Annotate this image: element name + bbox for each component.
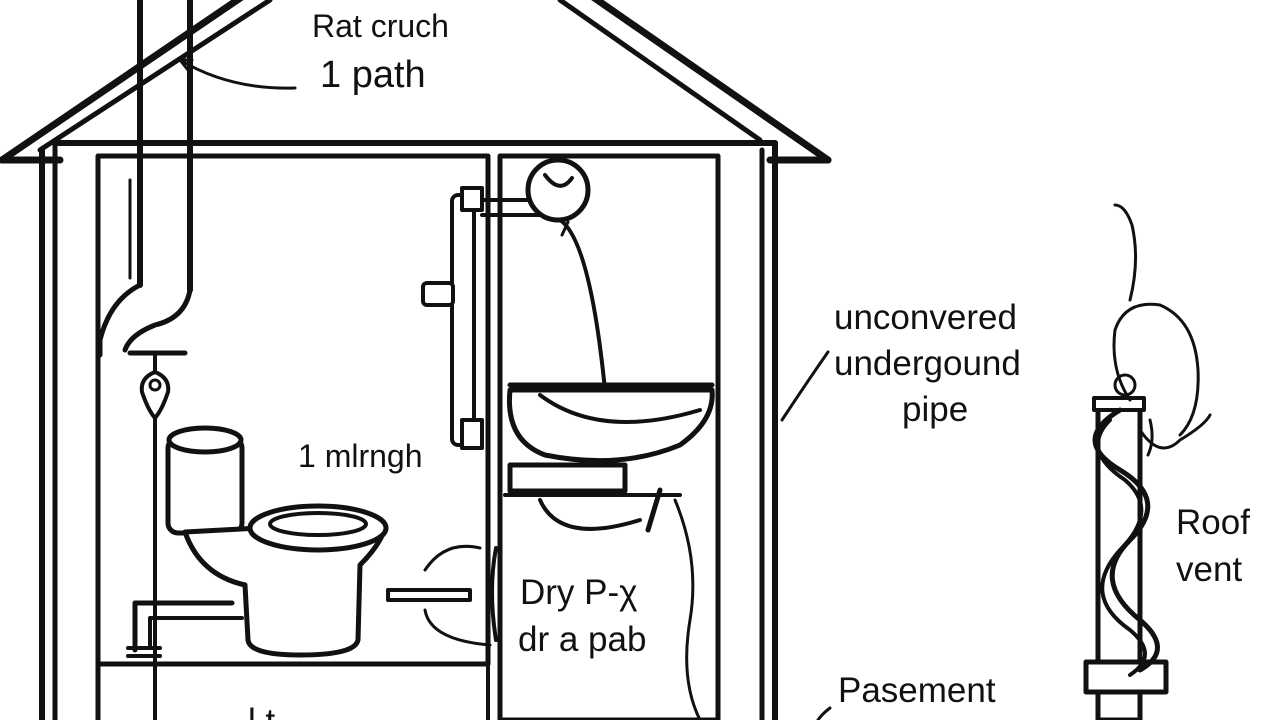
roof-vent-pipe bbox=[1083, 396, 1169, 720]
label-basement: Pasement bbox=[838, 671, 996, 710]
label-vent: vent bbox=[1176, 550, 1243, 589]
label-uncovered-3: pipe bbox=[902, 390, 969, 429]
drain-fitting bbox=[386, 544, 498, 647]
rat-figure bbox=[1112, 203, 1212, 457]
house-walls bbox=[39, 140, 778, 720]
wall-pipe bbox=[421, 186, 542, 450]
label-dry-trap-2: dr a pab bbox=[518, 620, 647, 659]
label-uncovered-1: unconvered bbox=[834, 298, 1017, 337]
label-uncovered-2: undergound bbox=[834, 344, 1021, 383]
vent-stack bbox=[97, 0, 193, 358]
toilet bbox=[126, 425, 389, 658]
label-dry-trap-1: Dry P-χ bbox=[520, 573, 638, 612]
leader-uncovered-pipe bbox=[780, 350, 830, 422]
right-room bbox=[497, 153, 721, 720]
label-bottom-cut: l t bbox=[248, 704, 275, 720]
leader-rat-path bbox=[178, 58, 297, 90]
label-rat-path: 1 path bbox=[320, 54, 426, 96]
sink-bowl bbox=[503, 382, 715, 720]
house-roof bbox=[0, 0, 832, 164]
left-room bbox=[95, 153, 491, 720]
label-roof: Roof bbox=[1176, 503, 1250, 542]
valve-fitting bbox=[139, 353, 171, 720]
label-mid: 1 mlrngh bbox=[298, 438, 423, 474]
flush-pipe bbox=[525, 157, 607, 392]
label-rat-crutch: Rat cruch bbox=[312, 8, 449, 44]
leader-basement bbox=[816, 706, 832, 720]
